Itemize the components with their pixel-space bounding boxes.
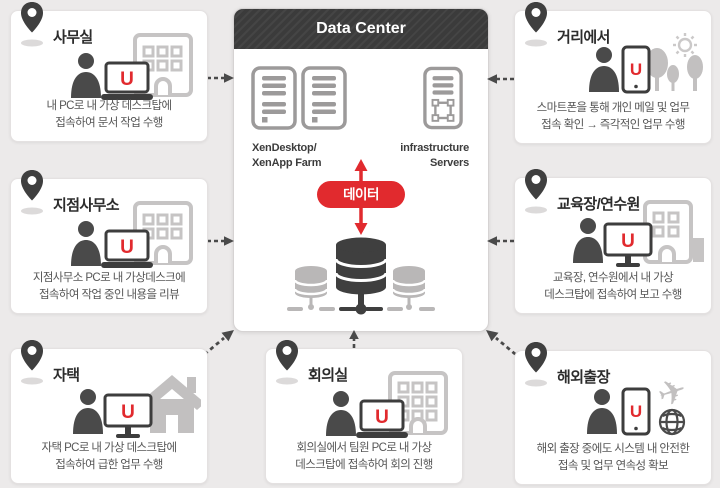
arrow-training-to-datacenter — [487, 236, 514, 246]
person-icon — [326, 391, 356, 436]
arrow-street-to-datacenter — [487, 74, 514, 84]
database-side-left-icon — [293, 266, 329, 310]
location-pin-icon — [525, 2, 547, 47]
smartphone-u-icon: U — [621, 387, 651, 436]
trees-icon — [646, 48, 703, 91]
card-meeting-label: 회의실 — [308, 367, 348, 384]
svg-text:U: U — [120, 237, 134, 258]
training-scene: U — [573, 200, 704, 267]
branch-scene: U — [71, 201, 193, 268]
smartphone-u-icon: U — [621, 45, 651, 94]
card-street-desc: 스마트폰을 통해 개인 메일 및 업무 접속 확인 → 즉각적인 업무 수행 — [536, 101, 690, 131]
laptop-u-icon: U — [356, 399, 408, 438]
data-badge: 데이터 — [317, 181, 405, 208]
card-branch: 지점사무소 U 지점사무소 PC로 내 가상데스크에 접속하여 작업 중인 내용… — [10, 170, 208, 314]
svg-text:U: U — [120, 69, 134, 90]
office-scene: U — [71, 33, 193, 100]
card-training: 교육장/연수원 U 교육장, 연수원에서 내 가상 데스크탑에 접속하여 보고 … — [514, 169, 712, 314]
xen-server-towers-icon — [251, 66, 347, 130]
card-overseas-label: 해외출장 — [557, 369, 610, 386]
card-home-desc: 자택 PC로 내 가상 데스크탑에 접속하여 급한 업무 수행 — [41, 441, 178, 471]
location-pin-icon — [21, 2, 43, 47]
arrow-home-to-datacenter — [192, 330, 234, 366]
card-office-label: 사무실 — [53, 29, 93, 46]
person-icon — [573, 218, 603, 263]
home-scene: U — [73, 375, 201, 438]
database-side-right-icon — [391, 266, 427, 310]
card-overseas-desc: 해외 출장 중에도 시스템 내 안전한 접속 및 업무 연속성 확보 — [536, 442, 690, 472]
location-pin-icon — [525, 169, 547, 214]
card-street-label: 거리에서 — [557, 29, 610, 46]
street-scene: U — [589, 33, 703, 94]
arrow-overseas-to-datacenter — [486, 330, 528, 366]
card-training-label: 교육장/연수원 — [557, 196, 640, 213]
svg-text:U: U — [630, 60, 642, 79]
person-icon — [589, 47, 619, 92]
laptop-u-icon: U — [101, 229, 153, 268]
globe-icon — [658, 408, 686, 436]
database-cluster-icon — [287, 237, 435, 315]
data-center-box: Data Center — [233, 8, 489, 332]
database-main-icon — [334, 237, 388, 315]
card-meeting: 회의실 U 회의실에서 팀원 PC로 내 가상 데스크탑에 접속하여 회의 진행 — [265, 340, 463, 484]
svg-text:U: U — [630, 402, 642, 421]
house-icon — [139, 375, 201, 433]
data-center-title: Data Center — [234, 9, 488, 49]
card-street: 거리에서 U 스마트폰을 통해 개인 메일 및 — [514, 2, 712, 144]
card-home-label: 자택 — [53, 367, 80, 384]
infrastructure-server-icon — [423, 66, 463, 130]
xendesktop-farm-label: XenDesktop/ XenApp Farm — [252, 142, 322, 169]
person-icon — [71, 221, 101, 266]
laptop-u-icon: U — [101, 61, 153, 100]
arrow-office-to-datacenter — [207, 73, 234, 83]
person-icon — [587, 389, 617, 434]
card-office: 사무실 U 내 PC로 내 가상 데스크탑에 접속하여 문서 작업 수행 — [10, 2, 208, 142]
office-building-icon — [643, 200, 704, 264]
monitor-u-icon: U — [603, 222, 653, 267]
person-icon — [71, 53, 101, 98]
card-branch-desc: 지점사무소 PC로 내 가상데스크에 접속하여 작업 중인 내용을 리뷰 — [32, 271, 186, 301]
meeting-scene: U — [326, 371, 448, 438]
location-pin-icon — [276, 340, 298, 385]
svg-text:U: U — [121, 402, 135, 423]
card-office-desc: 내 PC로 내 가상 데스크탑에 접속하여 문서 작업 수행 — [46, 99, 173, 129]
card-overseas: 해외출장 ✈ U 해외 출장 중에도 시스템 내 안전한 접속 및 업무 연속성… — [514, 342, 712, 485]
location-pin-icon — [525, 342, 547, 387]
office-building-icon — [388, 371, 448, 435]
card-home: 자택 U 자택 PC로 내 가상 데스크탑에 접속하여 급한 업무 수행 — [10, 340, 208, 484]
monitor-u-icon: U — [103, 393, 153, 438]
svg-text:U: U — [621, 231, 635, 252]
card-branch-label: 지점사무소 — [53, 197, 120, 214]
card-training-desc: 교육장, 연수원에서 내 가상 데스크탑에 접속하여 보고 수행 — [544, 271, 682, 301]
svg-text:U: U — [375, 407, 389, 428]
location-pin-icon — [21, 340, 43, 385]
overseas-scene: ✈ U — [587, 373, 692, 436]
person-icon — [73, 389, 103, 434]
arrow-branch-to-datacenter — [207, 236, 234, 246]
card-meeting-desc: 회의실에서 팀원 PC로 내 가상 데스크탑에 접속하여 회의 진행 — [295, 441, 433, 471]
sun-icon — [673, 33, 697, 57]
infrastructure-servers-label: infrastructure Servers — [400, 142, 469, 169]
location-pin-icon — [21, 170, 43, 215]
